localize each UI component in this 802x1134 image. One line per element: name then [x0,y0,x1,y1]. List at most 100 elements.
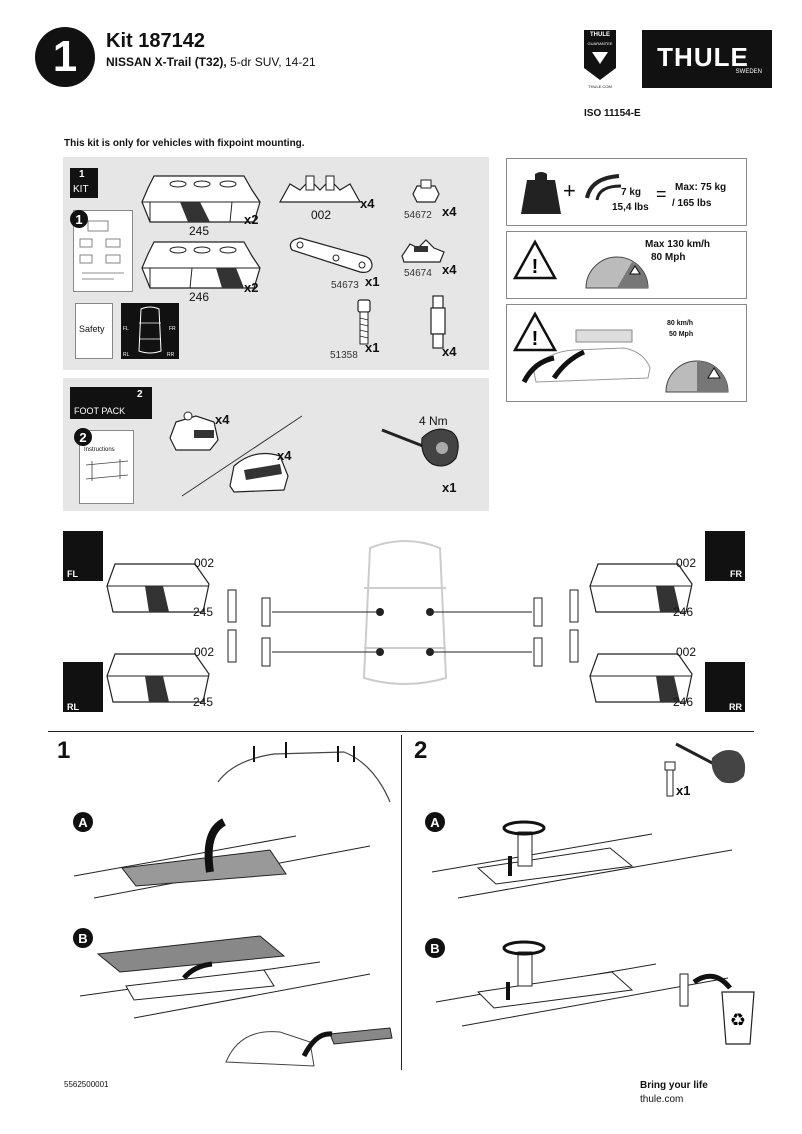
guarantee-badge-top: THULE [590,32,610,38]
car-load-icon [521,329,651,384]
guarantee-shield-icon [584,30,616,80]
fl-code-002: 002 [194,556,215,570]
corner-fr: FR [705,531,745,581]
foot-pack-doc-title: Instructions [84,447,115,453]
rl-code-002: 002 [194,645,215,659]
vehicle-details: 5-dr SUV, 14-21 [226,55,316,69]
corner-rl-label: RL [67,702,79,712]
load-speed-kmh: 80 km/h [667,320,694,327]
svg-text:♻: ♻ [730,1010,746,1031]
part-code-51358: 51358 [330,350,358,361]
steps-divider-top [48,731,754,732]
safety-label: Safety [79,324,105,334]
part-code-54674: 54674 [404,268,432,279]
foot-qty-2: x4 [277,448,292,463]
weight-icon [521,172,561,214]
step-2-tool-sketch [675,742,746,784]
torque-label: 4 Nm [419,414,448,428]
corner-fl: FL [63,531,103,581]
plate-54673-icon [289,237,373,273]
step-1-number: 1 [57,737,71,764]
screw-51358-icon [357,299,371,345]
svg-text:!: ! [532,328,539,350]
part-qty-54672: x4 [442,204,457,219]
corner-rr: RR [705,662,745,712]
part-code-54673: 54673 [331,280,359,291]
car-outline-top-icon [362,540,448,685]
max-speed-mph: 80 Mph [651,252,686,263]
thule-logo-sub: SWEDEN [735,69,762,75]
bracket-002-icon [278,175,362,203]
steps-divider-middle [401,735,402,1070]
document-number: 5562500001 [64,1080,109,1089]
part-qty-54674: x4 [442,262,457,277]
part-qty-245: x2 [244,212,259,227]
position-card: FL FR RL RR [121,303,179,359]
fr-code-246: 246 [673,605,694,619]
step-1a-badge: A [73,812,93,832]
kit-badge: 1 KIT [70,168,98,198]
step-1a-sketch [73,818,371,899]
kit-doc-number: 1 [70,210,88,228]
vehicle-line: NISSAN X-Trail (T32), 5-dr SUV, 14-21 [106,55,316,69]
rl-code-245: 245 [193,695,214,709]
clamp-54674-icon [401,239,445,263]
part-code-245: 245 [189,224,210,238]
kit-badge-number: 1 [79,169,85,180]
step-2-screw-icon [664,761,676,797]
rr-code-002: 002 [676,645,697,659]
vehicle-model: NISSAN X-Trail (T32), [106,55,227,69]
step-2b-badge: B [425,938,445,958]
nut-54672-icon [412,179,440,203]
step-number: 1 [52,32,78,81]
bar-weight-lbs: 15,4 lbs [612,202,649,213]
foot-pack-doc-sketch-icon [85,459,129,481]
corner-fl-label: FL [67,569,78,579]
position-rr: RR [167,352,175,358]
foot-pack-badge-label: FOOT PACK [74,406,126,416]
warning-triangle-icon: ! [512,239,558,280]
warning-triangle-2-icon: ! [512,311,558,352]
roof-bar-icon [585,174,622,201]
foot-fr-icon [589,563,693,613]
rr-code-246: 246 [673,695,694,709]
part-qty-54673: x1 [365,274,380,289]
foot-pack-doc-number: 2 [74,428,92,446]
foot-large-icon [229,453,289,493]
trunk-stow-sketch [225,1027,393,1067]
step-2a-sketch [431,820,733,899]
fl-code-245: 245 [193,605,214,619]
footer-website: thule.com [640,1094,684,1105]
instructions-sketch-icon [79,220,124,280]
roof-arrows-sketch [217,742,391,803]
recycle-bin-icon: ♻ [679,973,755,1045]
foot-rl-icon [106,653,210,703]
part-code-246: 246 [189,290,210,304]
fr-code-002: 002 [676,556,697,570]
guarantee-badge-bottom: THULE.COM [588,84,612,89]
step-1b-sketch [79,935,371,1019]
car-top-view-icon [138,306,162,354]
svg-text:!: ! [532,256,539,278]
speedometer-2-icon [665,360,729,393]
thule-logo-wordmark: THULE [657,42,749,72]
foot-pack-badge: 2 FOOT PACK [70,387,152,419]
rail-foot-245-icon [141,175,261,223]
speedometer-icon [585,256,649,289]
step-2-screw-qty: x1 [676,783,691,798]
footer-tagline: Bring your life [640,1080,708,1091]
corner-fr-label: FR [730,569,742,579]
mounting-lines [227,589,579,667]
rail-foot-246-icon [141,241,261,289]
part-qty-51358: x1 [365,340,380,355]
step-2-number: 2 [414,737,428,764]
guarantee-badge: THULE GUARANTEE THULE.COM [580,28,620,90]
max-load-lbs: / 165 lbs [672,198,712,209]
plus-sign: + [563,178,576,203]
part-qty-pin: x4 [442,344,457,359]
fixpoint-notice: This kit is only for vehicles with fixpo… [64,138,305,149]
bar-weight-kg: 7 kg [621,187,642,198]
part-code-002: 002 [311,208,332,222]
foot-fl-icon [106,563,210,613]
kit-badge-label: KIT [73,184,89,195]
